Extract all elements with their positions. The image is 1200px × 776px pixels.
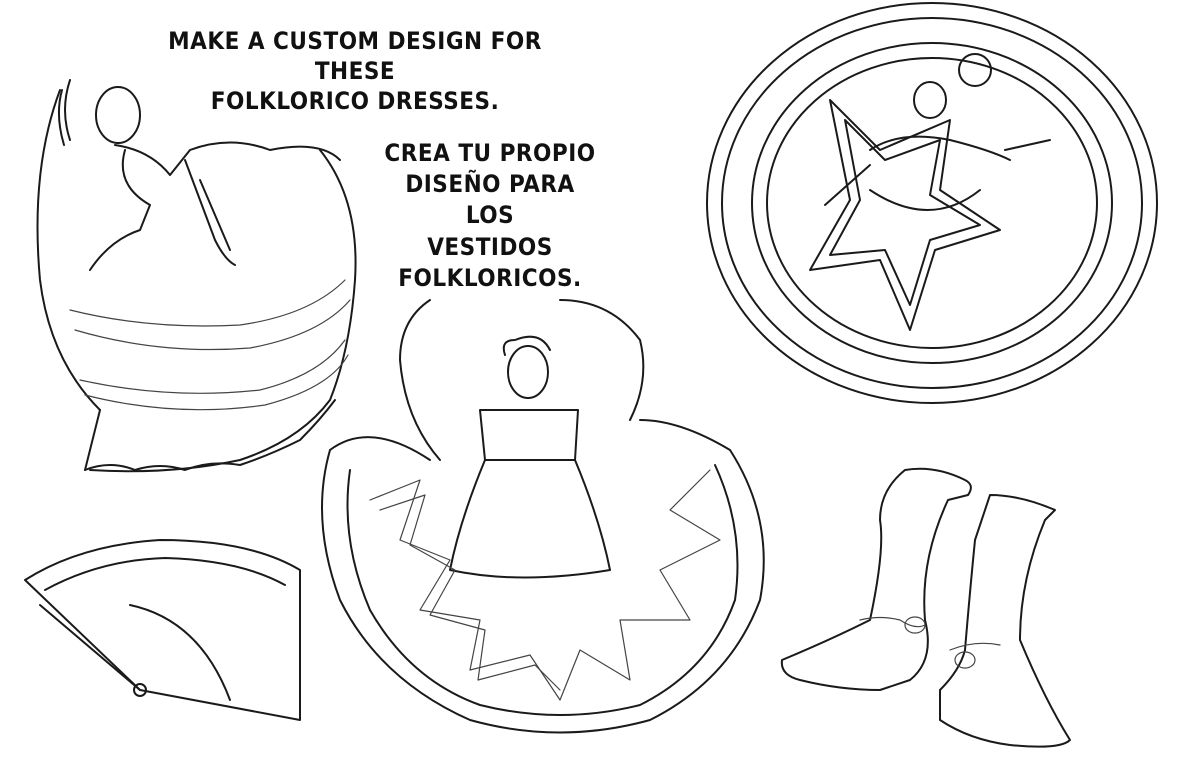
cowboy-boots-illustration — [780, 467, 1071, 748]
heading-spanish: CREA TU PROPIO DISEÑO PARA LOS VESTIDOS … — [380, 138, 600, 294]
dancer-front-skirt-illustration — [321, 299, 765, 734]
heading-english: MAKE A CUSTOM DESIGN FOR THESE FOLKLORIC… — [140, 26, 570, 116]
heading-english-line-1: MAKE A CUSTOM DESIGN FOR THESE — [168, 27, 542, 85]
dancer-top-view-illustration — [706, 2, 1158, 404]
folding-fan-illustration — [24, 539, 301, 721]
heading-spanish-line-1: CREA TU PROPIO — [384, 139, 596, 167]
heading-spanish-line-2: DISEÑO PARA LOS — [405, 170, 575, 230]
heading-spanish-line-3: VESTIDOS — [427, 232, 553, 261]
dancer-side-view-illustration — [36, 79, 357, 473]
heading-english-line-2: FOLKLORICO DRESSES. — [210, 87, 500, 115]
heading-spanish-line-4: FOLKLORICOS. — [398, 263, 582, 292]
